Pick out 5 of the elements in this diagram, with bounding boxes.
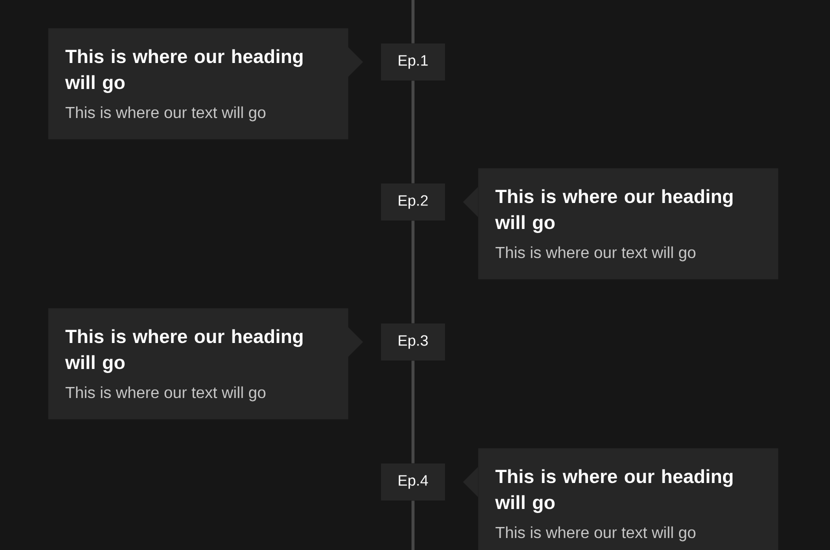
timeline-line: [412, 220, 414, 324]
timeline-line: [412, 80, 414, 184]
timeline-line: [412, 0, 414, 44]
timeline-line: [412, 500, 414, 550]
timeline-line: [412, 360, 414, 464]
